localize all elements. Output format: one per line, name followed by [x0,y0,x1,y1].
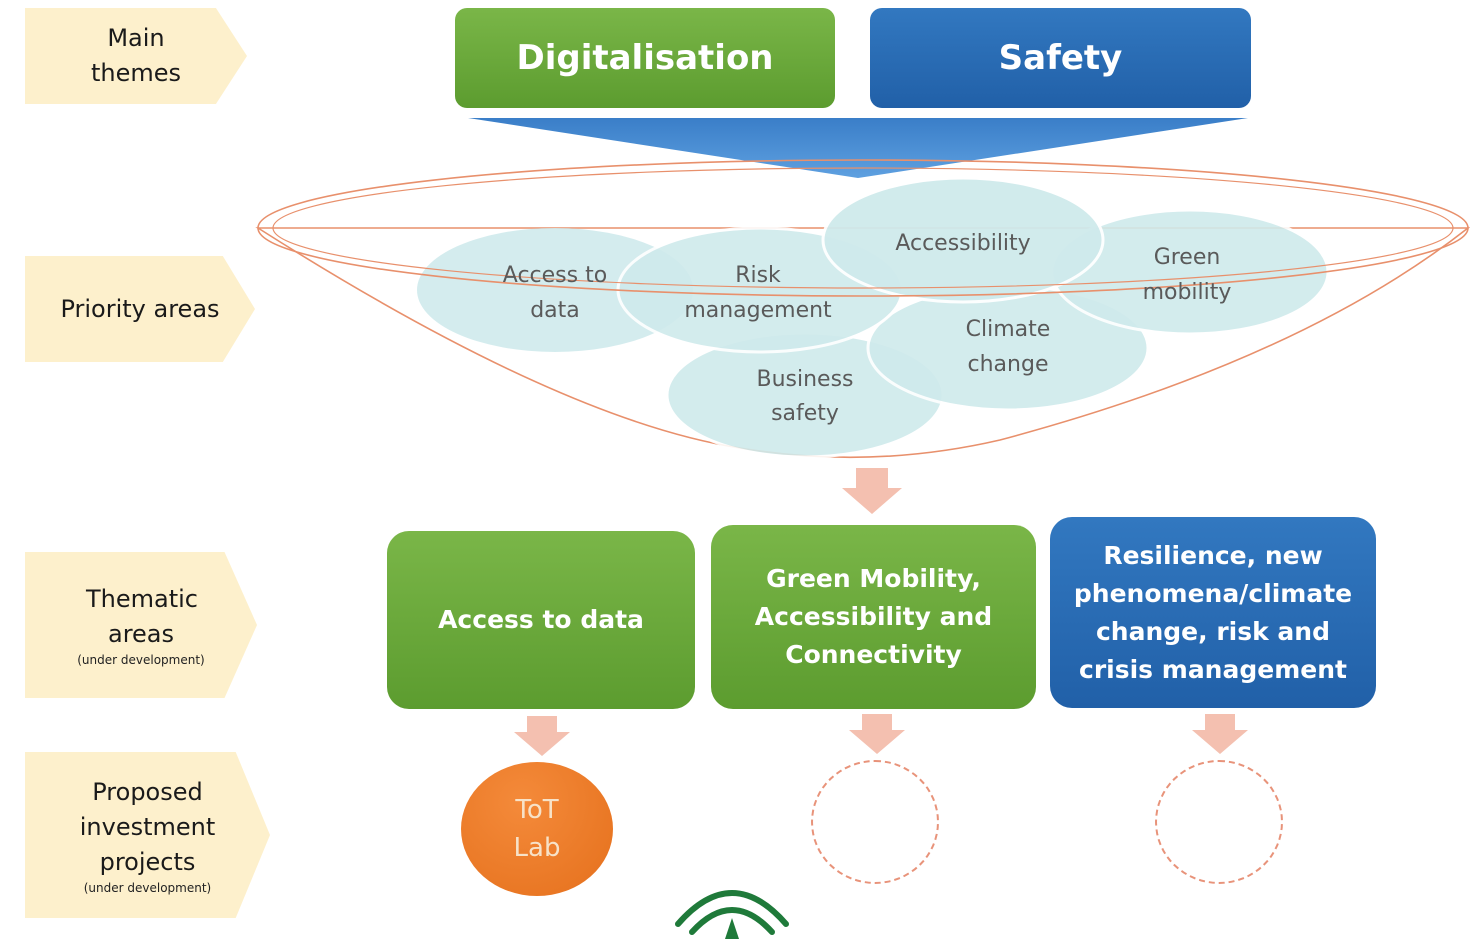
project-placeholder-green [811,760,939,884]
funnel-rim-inner [272,167,1454,289]
bubble-access-to-data [417,228,693,352]
theme-digitalisation: Digitalisation [455,8,835,108]
access-label-line2: data [530,298,580,323]
thematic-resilience: Resilience, new phenomena/climate change… [1050,517,1376,708]
row-label-subtext: (under development) [77,653,205,667]
row-label-main-themes: Main themes [25,8,247,104]
accessibility-label: Accessibility [895,231,1030,256]
themes-funnel-triangle [468,118,1248,178]
row-label-priority-areas: Priority areas [25,256,255,362]
row-label-text: Thematic areas [86,585,198,648]
row-label-projects: Proposed investment projects (under deve… [25,752,270,918]
thematic-green-mobility: Green Mobility, Accessibility and Connec… [711,525,1036,709]
arrow-down-icon [514,716,570,756]
climate-label-line1: Climate [966,317,1051,342]
access-label-line1: Access to [503,263,607,288]
green-label-line2: mobility [1143,280,1232,305]
business-label-line1: Business [756,367,853,392]
row-label-text: Proposed investment projects [79,777,216,876]
row-label-thematic-areas: Thematic areas (under development) [25,552,257,698]
climate-label-line2: change [968,352,1049,377]
logo-icon [675,890,789,939]
risk-label-line1: Risk [735,263,781,288]
arrow-down-icon [849,714,905,754]
funnel-rim-outer [257,159,1469,297]
bubble-accessibility [821,176,1105,304]
arrow-down-icon [842,468,902,514]
project-placeholder-blue [1155,760,1283,884]
tot-line2: Lab [513,833,561,863]
funnel-outline [255,227,1470,459]
row-label-text: Main themes [90,24,182,87]
project-tot-lab: ToT Lab [461,762,613,896]
thematic-access-to-data: Access to data [387,531,695,709]
green-label-line1: Green [1154,245,1221,270]
tot-line1: ToT [515,795,559,825]
theme-safety: Safety [870,8,1251,108]
risk-label-line2: management [684,298,832,323]
row-label-text: Priority areas [60,294,220,323]
business-label-line2: safety [771,401,839,426]
row-label-subtext: (under development) [83,880,212,895]
arrow-down-icon [1192,714,1248,754]
